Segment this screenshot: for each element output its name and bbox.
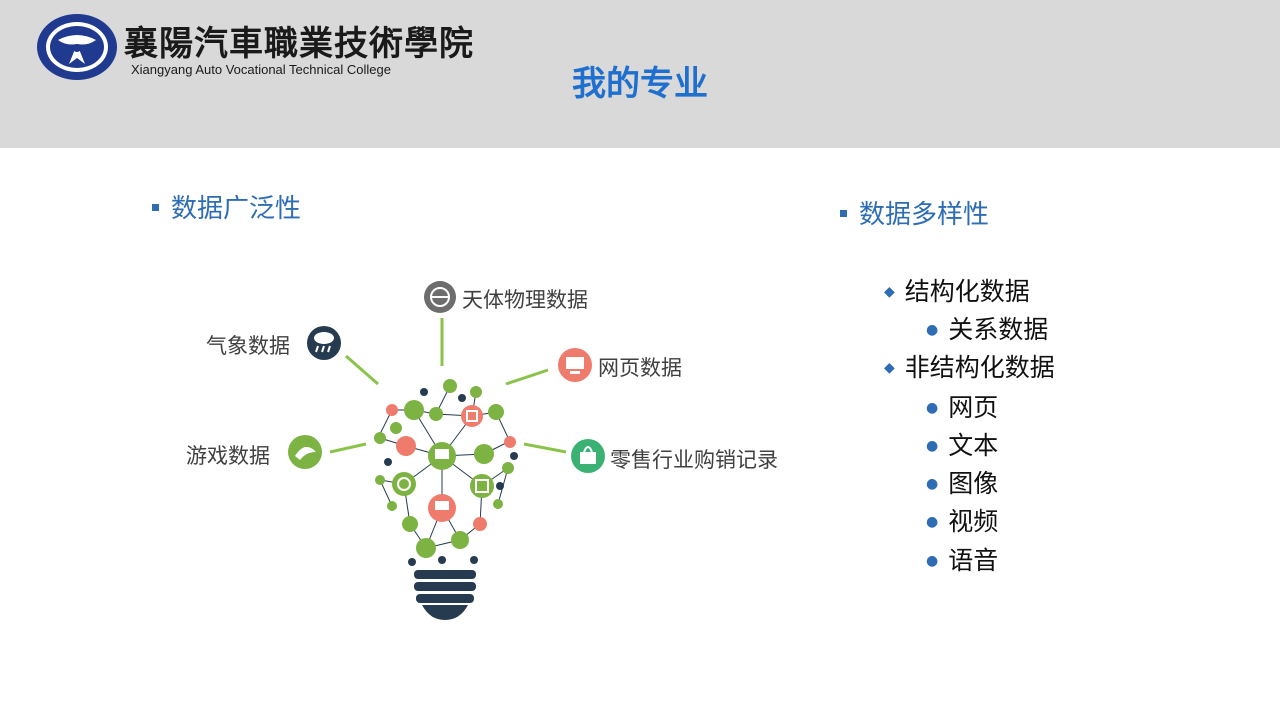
list-item-text: 图像 xyxy=(948,469,999,498)
list-item-relational-text: 关系数据 xyxy=(948,315,1049,344)
list-item-text: 网页 xyxy=(948,393,999,422)
square-bullet-icon xyxy=(152,204,159,211)
label-game-data: 游戏数据 xyxy=(186,444,270,468)
game-icon xyxy=(288,435,322,469)
dot-bullet-icon: ● xyxy=(926,553,939,569)
dot-bullet-icon: ● xyxy=(926,400,939,416)
bulb-nodes xyxy=(374,379,518,566)
list-item-text: 视频 xyxy=(948,507,999,536)
list-item-relational: ● 关系数据 xyxy=(926,310,1048,346)
heading-data-diversity: 数据多样性 xyxy=(840,194,989,231)
list-item-unstructured-text: 非结构化数据 xyxy=(904,353,1055,382)
shopping-bag-icon xyxy=(571,439,605,473)
dot-bullet-icon: ● xyxy=(926,476,939,492)
label-retail-records: 零售行业购销记录 xyxy=(610,448,778,472)
bulb-base xyxy=(414,570,476,620)
list-item: ● 语音 xyxy=(926,541,998,577)
diamond-bullet-icon: ◆ xyxy=(884,284,895,300)
college-logo-icon xyxy=(37,14,117,80)
rain-cloud-icon xyxy=(307,326,341,360)
list-item-unstructured: ◆ 非结构化数据 xyxy=(884,348,1055,384)
label-web-data: 网页数据 xyxy=(598,356,682,380)
heading-data-breadth-text: 数据广泛性 xyxy=(171,194,302,224)
heading-data-diversity-text: 数据多样性 xyxy=(859,200,990,230)
heading-data-breadth: 数据广泛性 xyxy=(152,188,301,225)
list-item-text: 文本 xyxy=(948,431,999,460)
globe-icon xyxy=(424,281,456,313)
list-item: ● 网页 xyxy=(926,388,998,424)
list-item-structured: ◆ 结构化数据 xyxy=(884,272,1030,308)
monitor-icon xyxy=(558,348,592,382)
connector-lines xyxy=(329,318,567,454)
list-item: ● 文本 xyxy=(926,426,998,462)
list-item-structured-text: 结构化数据 xyxy=(904,277,1030,306)
college-name-cn: 襄陽汽車職業技術學院 xyxy=(124,24,474,64)
label-astrophysics-data: 天体物理数据 xyxy=(462,288,588,312)
dot-bullet-icon: ● xyxy=(926,438,939,454)
list-item: ● 图像 xyxy=(926,464,998,500)
diamond-bullet-icon: ◆ xyxy=(884,360,895,376)
header-bar: 襄陽汽車職業技術學院 Xiangyang Auto Vocational Tec… xyxy=(0,0,1280,148)
college-name-en: Xiangyang Auto Vocational Technical Coll… xyxy=(131,62,391,77)
dot-bullet-icon: ● xyxy=(926,514,939,530)
dot-bullet-icon: ● xyxy=(926,322,939,338)
page-title: 我的专业 xyxy=(572,64,708,104)
label-weather-data: 气象数据 xyxy=(206,334,290,358)
square-bullet-icon xyxy=(840,210,847,217)
list-item-text: 语音 xyxy=(948,546,999,575)
list-item: ● 视频 xyxy=(926,502,998,538)
